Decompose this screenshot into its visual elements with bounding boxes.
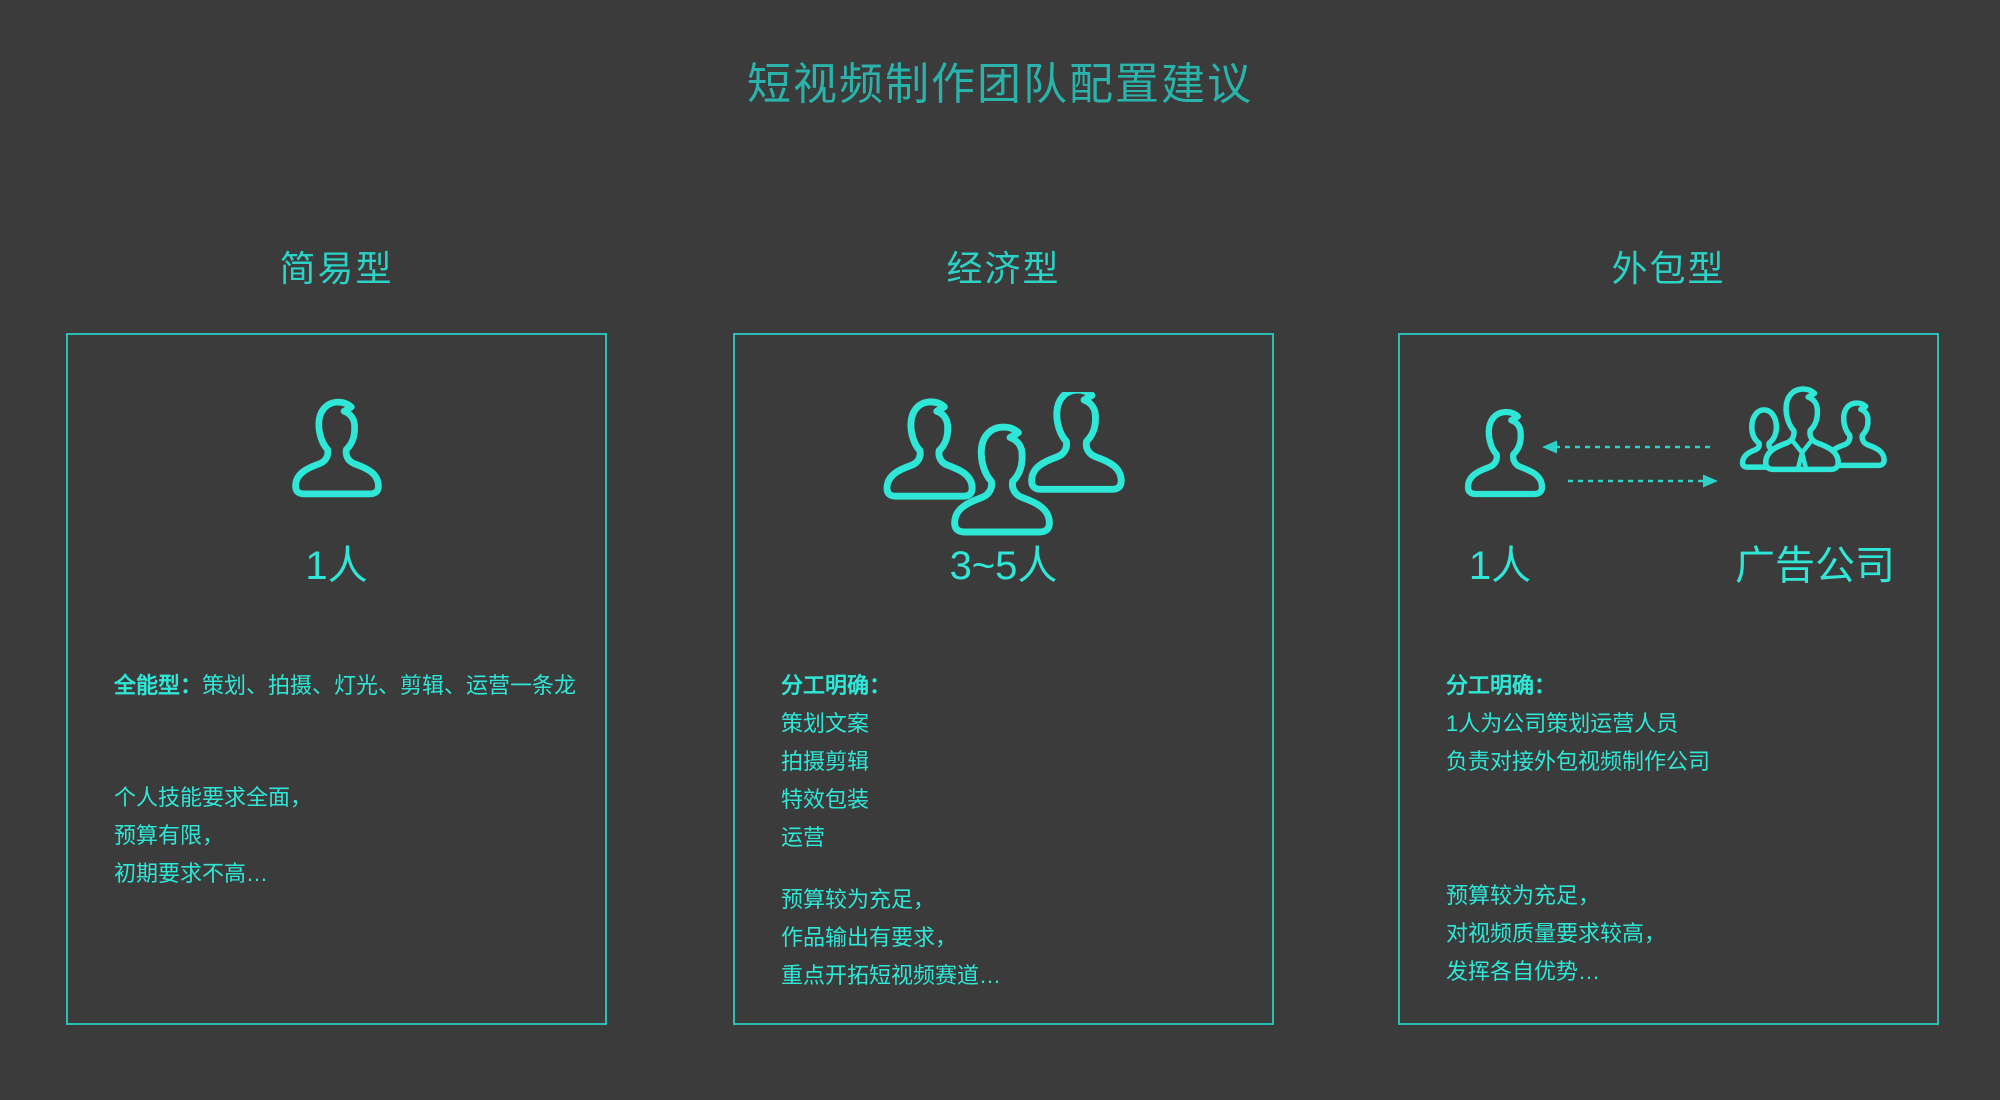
duty-line: 拍摄剪辑: [781, 749, 870, 774]
duty-line: 1人为公司策划运营人员: [1446, 711, 1679, 736]
lead-line: 全能型：策划、拍摄、灯光、剪辑、运营一条龙: [114, 667, 577, 705]
three-users-icon: [735, 391, 1272, 541]
page-title: 短视频制作团队配置建议: [747, 60, 1253, 109]
agency-team-icon: [1722, 379, 1898, 483]
card-outsourcing-agency-label: 广告公司: [1735, 544, 1895, 588]
card-economy: 经济型 3~5人 分工明确： 策划文案 拍摄剪辑 特效包装 运营 预算较为充足，…: [733, 0, 1274, 1100]
lead-rest: 策划、拍摄、灯光、剪辑、运营一条龙: [202, 673, 577, 698]
duty-line: 运营: [781, 825, 826, 850]
card-outsourcing-header: 外包型: [1611, 248, 1726, 289]
card-simple: 简易型 1人 全能型：策划、拍摄、灯光、剪辑、运营一条龙 个人技能要求全面， 预…: [66, 0, 607, 1100]
card-economy-box: 3~5人 分工明确： 策划文案 拍摄剪辑 特效包装 运营 预算较为充足， 作品输…: [733, 333, 1274, 1025]
duty-line: 策划文案: [781, 711, 870, 736]
user-exchange-agency-icon: [1400, 335, 1937, 595]
note-line: 作品输出有要求，: [781, 925, 958, 950]
note-line: 对视频质量要求较高，: [1446, 921, 1667, 946]
card-outsourcing: 外包型: [1398, 0, 1939, 1100]
exchange-arrows-icon: [1540, 437, 1720, 495]
card-simple-box: 1人 全能型：策划、拍摄、灯光、剪辑、运营一条龙 个人技能要求全面， 预算有限，…: [66, 333, 607, 1025]
lead-bold: 全能型：: [114, 673, 203, 698]
card-simple-body: 全能型：策划、拍摄、灯光、剪辑、运营一条龙 个人技能要求全面， 预算有限， 初期…: [114, 667, 577, 893]
card-economy-count: 3~5人: [949, 544, 1058, 588]
duty-heading: 分工明确：: [781, 673, 892, 698]
note-line: 预算较为充足，: [781, 887, 936, 912]
note-line: 预算较为充足，: [1446, 883, 1601, 908]
note-line: 重点开拓短视频赛道…: [781, 963, 1002, 988]
card-outsourcing-count: 1人: [1468, 544, 1532, 588]
duty-line: 负责对接外包视频制作公司: [1446, 749, 1711, 774]
card-outsourcing-body: 分工明确： 1人为公司策划运营人员 负责对接外包视频制作公司 预算较为充足， 对…: [1446, 667, 1909, 991]
note-line: 初期要求不高…: [114, 861, 269, 886]
note-line: 个人技能要求全面，: [114, 785, 313, 810]
card-outsourcing-box: 1人 广告公司 分工明确： 1人为公司策划运营人员 负责对接外包视频制作公司 预…: [1398, 333, 1939, 1025]
card-economy-header: 经济型: [946, 248, 1061, 289]
single-user-icon: [68, 392, 605, 504]
card-simple-header: 简易型: [279, 248, 394, 289]
tie-icon: [1790, 439, 1814, 471]
note-line: 预算有限，: [114, 823, 225, 848]
card-economy-body: 分工明确： 策划文案 拍摄剪辑 特效包装 运营 预算较为充足， 作品输出有要求，…: [781, 667, 1244, 995]
card-simple-count: 1人: [305, 544, 368, 588]
note-line: 发挥各自优势…: [1446, 959, 1601, 984]
duty-heading: 分工明确：: [1446, 673, 1557, 698]
duty-line: 特效包装: [781, 787, 870, 812]
